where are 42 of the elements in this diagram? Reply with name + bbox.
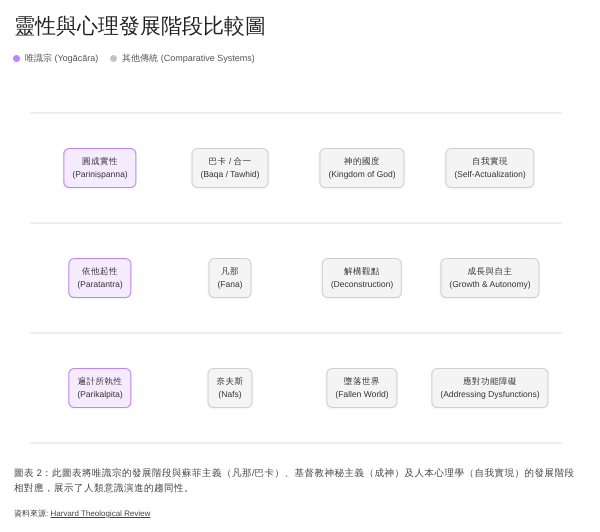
stage-box [192,148,268,188]
stage-box [63,148,137,188]
stage-name: 凡那 [220,265,240,278]
stage-box [445,148,535,188]
stage-name: 依他起性 [81,265,119,278]
stage-name: 解構觀點 [343,265,381,278]
legend-label: 其他傳統 (Comparative Systems) [122,52,255,65]
stage-name: 遍計所執性 [77,375,123,388]
stage-box [319,148,405,188]
stage-box [431,368,549,408]
stage-translation: (Fallen World) [335,388,389,401]
stage-box [440,258,540,298]
stage-translation: (Self-Actualization) [454,168,526,181]
stage-translation: (Kingdom of God) [328,168,396,181]
stage-translation: (Pariniṣpanna) [72,168,128,181]
stage-name: 成長與自主 [466,265,514,278]
stage-translation: (Parikalpita) [77,388,123,401]
stage-translation: (Baqa / Tawhid) [200,168,260,181]
stage-translation: (Deconstruction) [330,278,394,291]
stage-name: 應對功能障礙 [462,375,518,388]
source-label: 資料來源: [14,509,48,518]
figure-caption: 圖表 2：此圖表將唯識宗的發展階段與蘇菲主義（凡那/巴卡）、基督教神秘主義（成神）及人本心理學（自我實現）的發展階段相對應，展示了人類意識演進的趨同性。 [14,467,576,496]
diagram-title: 靈性與心理發展階段比較圖 [14,14,266,40]
stage-name: 巴卡 / 合一 [207,155,253,168]
stage-name: 自我實現 [471,155,509,168]
stage-translation: (Growth & Autonomy) [449,278,531,291]
stage-name: 奈夫斯 [216,375,244,388]
stage-translation: (Fana) [217,278,243,291]
stage-box [326,368,398,408]
stage-box [208,368,252,408]
stage-name: 圓成實性 [81,155,119,168]
stage-translation: (Addressing Dysfunctions) [440,388,540,401]
stage-name: 墮落世界 [343,375,381,388]
stage-box [322,258,402,298]
source-link: Harvard Theological Review [50,509,150,518]
stage-name: 神的國度 [343,155,381,168]
stage-box [68,258,132,298]
stage-translation: (Nafs) [217,388,243,401]
legend-label: 唯識宗 (Yogācāra) [25,52,98,65]
stage-box [68,368,132,408]
stage-translation: (Paratantra) [77,278,123,291]
stage-box [208,258,252,298]
